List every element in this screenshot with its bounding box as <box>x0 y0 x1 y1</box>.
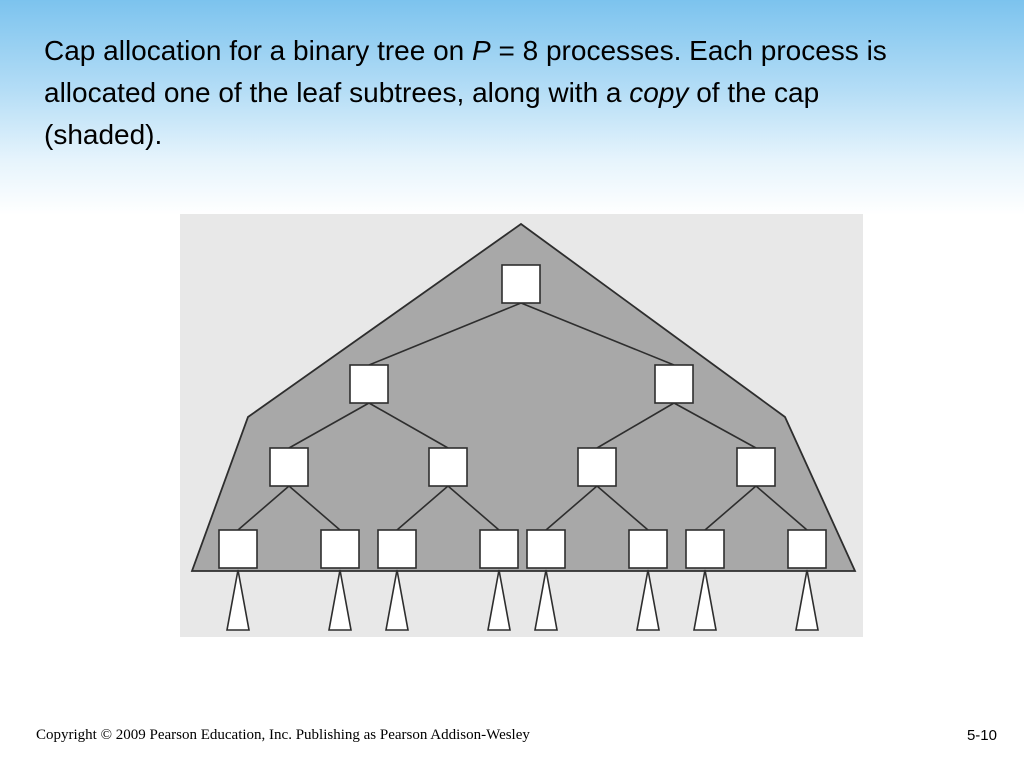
title-part-3: of the cap (shaded). <box>44 77 820 150</box>
tree-edge <box>673 402 757 449</box>
tree-node <box>501 264 541 304</box>
tree-edge <box>704 485 757 531</box>
tree-edge <box>447 485 500 531</box>
tree-node <box>736 447 776 487</box>
leaf-node <box>628 529 668 569</box>
tree-edge <box>596 402 675 449</box>
leaf-node <box>787 529 827 569</box>
title-part-2: = 8 processes. Each process is allocated… <box>44 35 887 108</box>
leaf-node <box>526 529 566 569</box>
leaf-node <box>320 529 360 569</box>
tree-edge <box>288 485 341 531</box>
leaf-node <box>218 529 258 569</box>
leaf-subtree-triangle <box>226 569 250 631</box>
binary-tree-diagram <box>190 222 857 631</box>
tree-nodes <box>218 264 827 569</box>
leaf-subtree-triangle <box>795 569 819 631</box>
leaf-node <box>377 529 417 569</box>
leaf-subtree-triangle <box>385 569 409 631</box>
page-number: 5-10 <box>966 727 997 744</box>
slide-title: Cap allocation for a binary tree on P = … <box>44 30 944 156</box>
tree-edge <box>288 402 370 449</box>
tree-edge <box>368 302 522 366</box>
leaf-node <box>479 529 519 569</box>
leaf-subtree-triangle <box>534 569 558 631</box>
tree-edges <box>237 302 808 531</box>
tree-node <box>428 447 468 487</box>
leaf-subtree-triangle <box>328 569 352 631</box>
tree-node <box>349 364 389 404</box>
tree-edge <box>545 485 598 531</box>
leaf-node <box>685 529 725 569</box>
cap-shaded-region <box>190 222 857 572</box>
leaf-subtrees <box>226 569 819 631</box>
tree-node <box>654 364 694 404</box>
tree-node <box>269 447 309 487</box>
cap-allocation-figure <box>180 214 863 637</box>
tree-edge <box>396 485 449 531</box>
title-part-1: Cap allocation for a binary tree on <box>44 35 473 66</box>
tree-node <box>577 447 617 487</box>
footer-copyright: Copyright © 2009 Pearson Education, Inc.… <box>36 727 530 743</box>
title-variable-p: P <box>472 35 491 66</box>
tree-edge <box>237 485 290 531</box>
leaf-subtree-triangle <box>693 569 717 631</box>
tree-edge <box>755 485 808 531</box>
title-copy-word: copy <box>629 77 689 108</box>
tree-edge <box>520 302 675 366</box>
tree-edge <box>368 402 449 449</box>
tree-edge <box>596 485 649 531</box>
leaf-subtree-triangle <box>487 569 511 631</box>
leaf-subtree-triangle <box>636 569 660 631</box>
